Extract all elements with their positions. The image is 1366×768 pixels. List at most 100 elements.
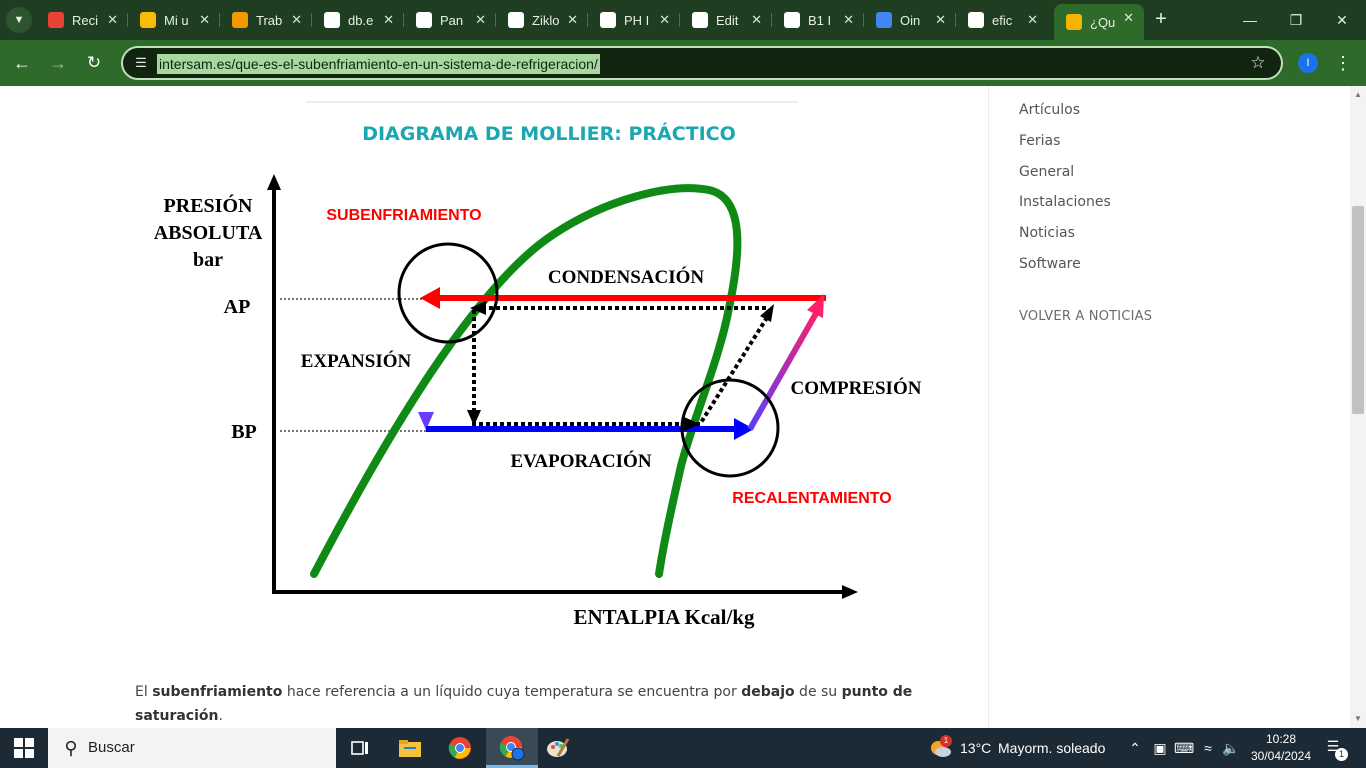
taskbar-search[interactable]: ⚲ Buscar	[48, 728, 336, 768]
search-icon: ⚲	[64, 738, 78, 758]
tab-close-icon[interactable]: ✕	[1123, 10, 1134, 25]
weather-description[interactable]: Mayorm. soleado	[998, 740, 1106, 756]
reload-icon[interactable]: ↻	[86, 53, 102, 72]
tab-close-icon[interactable]: ✕	[291, 12, 302, 27]
ime-icon[interactable]: ⌨	[1174, 740, 1195, 756]
url-text[interactable]: intersam.es/que-es-el-subenfriamiento-en…	[157, 54, 600, 74]
tab-7[interactable]: PH I ✕	[588, 6, 680, 34]
tab-2[interactable]: Mi u✕	[128, 6, 220, 34]
weather-temperature[interactable]: 13°C	[960, 740, 992, 756]
document-icon	[324, 12, 340, 28]
tab-close-icon[interactable]: ✕	[199, 12, 210, 27]
tab-10[interactable]: Oin✕	[864, 6, 956, 34]
article-paragraph: El subenfriamiento hace referencia a un …	[135, 680, 935, 728]
bold-term: subenfriamiento	[152, 684, 283, 700]
tab-close-icon[interactable]: ✕	[1027, 12, 1038, 27]
theoretical-arrowhead-2	[467, 410, 481, 426]
scrollbar-thumb[interactable]	[1352, 206, 1364, 414]
tab-close-icon[interactable]: ✕	[843, 12, 854, 27]
tab-separator	[311, 13, 312, 27]
tab-5[interactable]: Pan✕	[404, 6, 496, 34]
menu-kebab-icon[interactable]: ⋮	[1334, 53, 1352, 73]
text-run: El	[135, 684, 153, 700]
y-axis-label-line3: bar	[193, 249, 223, 271]
tab-separator	[127, 13, 128, 27]
mollier-diagram: DIAGRAMA DE MOLLIER: PRÁCTICO PRESIÓN AB…	[154, 101, 922, 629]
volume-icon[interactable]: 🔈	[1222, 740, 1240, 756]
sidebar-category-link[interactable]: Software	[1019, 256, 1081, 272]
bookmark-star-icon[interactable]: ☆	[1250, 53, 1266, 72]
chrome-icon[interactable]	[446, 734, 474, 762]
theoretical-arrowhead-1	[470, 301, 486, 315]
start-windows-icon[interactable]	[14, 738, 34, 758]
tab-search-button[interactable]: ▼	[6, 7, 32, 33]
google-icon	[784, 12, 800, 28]
sidebar-category-link[interactable]: General	[1019, 164, 1075, 180]
scroll-up-icon[interactable]: ▲	[1354, 90, 1362, 99]
wifi-icon[interactable]: ≈	[1204, 740, 1212, 756]
condensation-arrowhead	[420, 287, 440, 309]
task-view-icon[interactable]	[346, 734, 374, 762]
close-window-icon[interactable]: ✕	[1336, 12, 1348, 28]
site-info-icon[interactable]: ☰	[135, 55, 147, 70]
sidebar-category-link[interactable]: Noticias	[1019, 225, 1075, 241]
weather-badge: 1	[940, 735, 952, 747]
tab-label: Trab	[256, 12, 283, 28]
clock[interactable]: 10:28 30/04/2024	[1248, 731, 1314, 765]
tab-11[interactable]: efic✕	[956, 6, 1048, 34]
minimize-icon[interactable]: —	[1243, 12, 1257, 28]
active-app-indicator	[486, 765, 538, 768]
tab-close-icon[interactable]: ✕	[107, 12, 118, 27]
tab-separator	[495, 13, 496, 27]
tab-8[interactable]: Edit ✕	[680, 6, 772, 34]
tab-3[interactable]: Trab ✕	[220, 6, 312, 34]
new-tab-button[interactable]: +	[1155, 8, 1167, 30]
tab-12[interactable]: ¿Qu✕	[1054, 4, 1144, 40]
tab-close-icon[interactable]: ✕	[659, 12, 670, 27]
tab-9[interactable]: B1 I✕	[772, 6, 864, 34]
scroll-down-icon[interactable]: ▼	[1354, 714, 1362, 723]
tab-1[interactable]: Reci✕	[36, 6, 128, 34]
notification-count: 1	[1335, 748, 1348, 761]
bold-term: punto de saturación	[135, 684, 913, 724]
forward-arrow-icon[interactable]: →	[49, 53, 67, 73]
expansion-arrowhead	[418, 412, 434, 430]
tab-6[interactable]: Ziklo✕	[496, 6, 588, 34]
tab-label: Edit	[716, 12, 739, 28]
tab-close-icon[interactable]: ✕	[475, 12, 486, 27]
tab-4[interactable]: db.e✕	[312, 6, 404, 34]
profile-avatar[interactable]: I	[1298, 53, 1318, 73]
sidebar-category-link[interactable]: Artículos	[1019, 102, 1081, 118]
tab-close-icon[interactable]: ✕	[751, 12, 762, 27]
address-bar[interactable]: ☰ intersam.es/que-es-el-subenfriamiento-…	[121, 46, 1283, 80]
y-axis-arrow	[267, 174, 281, 190]
clock-time: 10:28	[1265, 732, 1297, 746]
paint-icon[interactable]	[544, 734, 572, 762]
tab-close-icon[interactable]: ✕	[935, 12, 946, 27]
y-axis-label-line2: ABSOLUTA	[154, 222, 263, 244]
tab-close-icon[interactable]: ✕	[567, 12, 578, 27]
chrome-profile-icon[interactable]	[498, 734, 526, 762]
back-to-news-link[interactable]: VOLVER A NOTICIAS	[1019, 309, 1153, 324]
compression-line	[747, 308, 821, 431]
chevron-up-icon[interactable]: ⌃	[1129, 740, 1141, 756]
clock-date: 30/04/2024	[1250, 749, 1312, 763]
tab-label: PH I	[624, 12, 650, 28]
file-explorer-icon[interactable]	[396, 734, 424, 762]
y-axis-label-line1: PRESIÓN	[164, 193, 253, 217]
back-arrow-icon[interactable]: ←	[13, 53, 31, 73]
sidebar-category-link[interactable]: Ferias	[1019, 133, 1061, 149]
google-g-icon	[968, 12, 984, 28]
browser-toolbar: ← → ↻ ☰ intersam.es/que-es-el-subenfriam…	[0, 40, 1366, 86]
google-icon	[692, 12, 708, 28]
tab-close-icon[interactable]: ✕	[383, 12, 394, 27]
windows-taskbar: ⚲ Buscar 1 13°C Mayorm. soleado ⌃ ▣ ⌨ ≈ …	[0, 728, 1366, 768]
text-run: .	[218, 708, 223, 724]
tab-separator	[863, 13, 864, 27]
google-docs-icon	[876, 12, 892, 28]
sidebar-category-link[interactable]: Instalaciones	[1019, 194, 1111, 210]
classroom-icon	[232, 12, 248, 28]
restore-icon[interactable]: ❐	[1289, 12, 1303, 28]
tab-separator	[587, 13, 588, 27]
meet-now-icon[interactable]: ▣	[1153, 740, 1167, 756]
